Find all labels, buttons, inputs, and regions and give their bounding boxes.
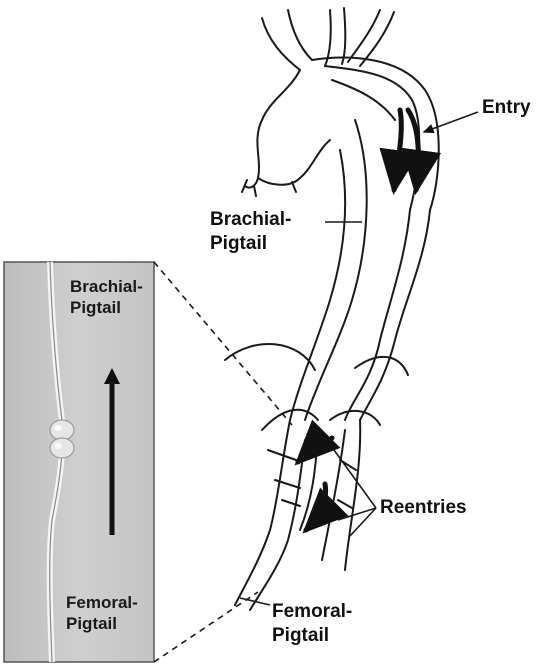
femoral-pigtail-label: Femoral- Pigtail xyxy=(272,601,353,646)
brachial-pigtail-label: Brachial- Pigtail xyxy=(210,209,292,254)
inset-brachial-pigtail-label: Brachial- Pigtail xyxy=(70,277,143,317)
inset-photo-panel xyxy=(3,261,155,663)
reentries-label: Reentries xyxy=(380,497,467,518)
entry-label: Entry xyxy=(482,97,531,118)
inset-connector-lines xyxy=(153,261,293,663)
pigtail-junction-icon xyxy=(49,419,75,459)
inset-femoral-pigtail-label: Femoral- Pigtail xyxy=(66,593,138,633)
label-leaders xyxy=(239,111,479,606)
reentry-flow-arrows xyxy=(294,419,349,534)
up-arrow-icon xyxy=(104,368,120,535)
entry-flow-arrows xyxy=(379,107,442,195)
aorta-outline xyxy=(224,7,440,611)
